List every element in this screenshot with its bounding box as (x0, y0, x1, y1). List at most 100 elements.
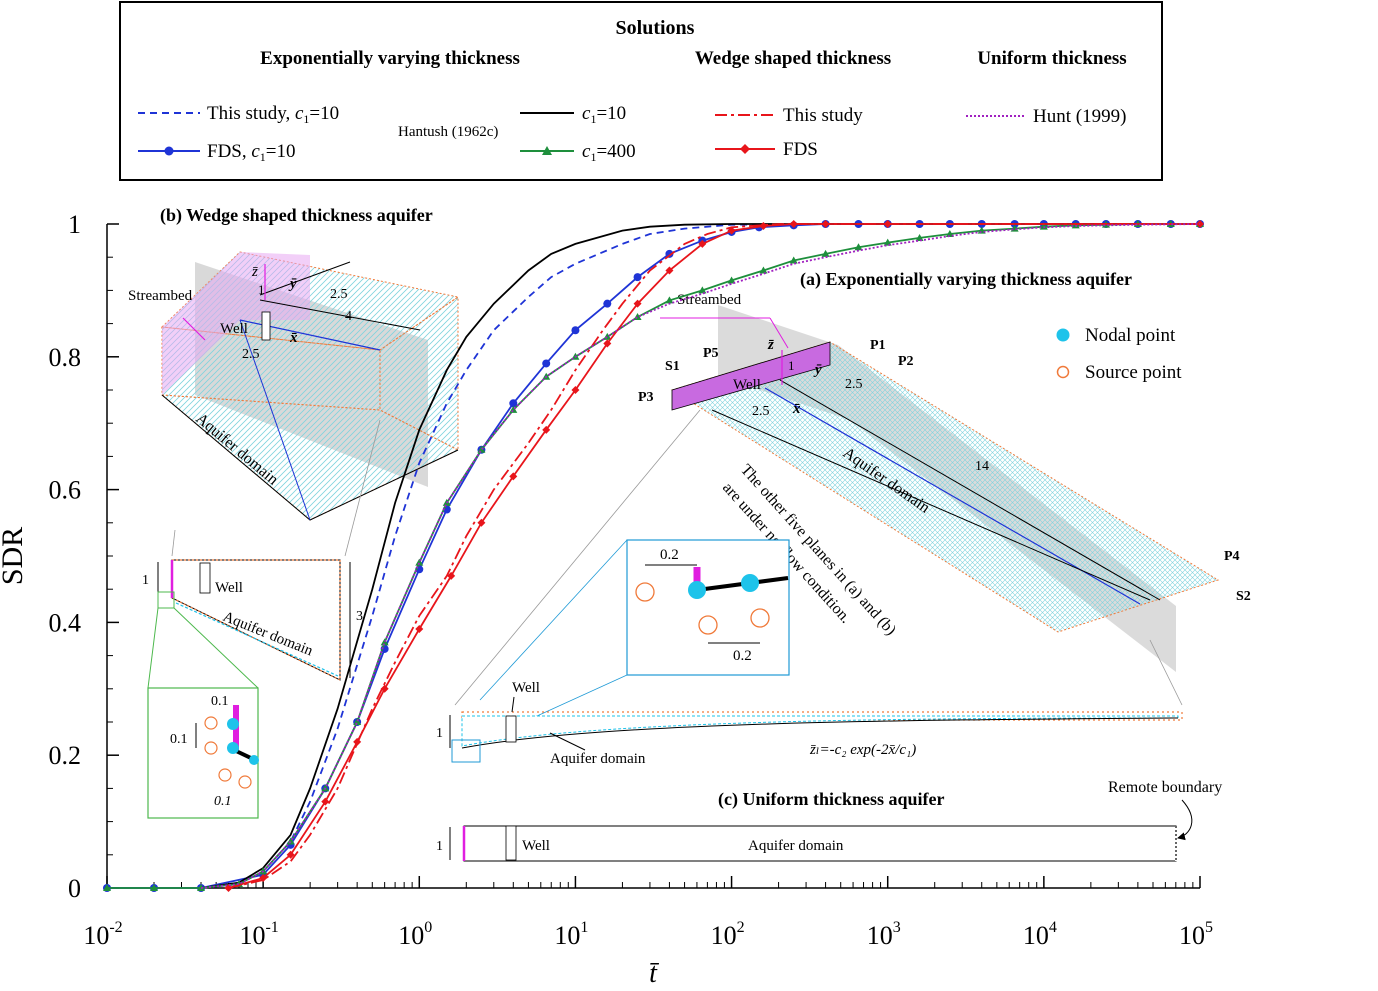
dim-14: 14 (975, 459, 989, 474)
point-s2: S2 (1236, 589, 1251, 604)
well-label-a: Well (733, 377, 761, 393)
y-label-a: ȳ (813, 362, 822, 378)
data-point-hantush_c400 (665, 296, 674, 304)
uniform-well (505, 825, 517, 861)
zoom-nodal-1 (227, 718, 239, 730)
y-tick-label: 0 (68, 874, 81, 903)
dim-1-section-label: 1 (142, 573, 149, 588)
point-p2: P2 (898, 354, 914, 369)
data-point-hantush_c400 (727, 276, 736, 284)
well-b (261, 311, 271, 341)
connector-b1 (171, 529, 176, 557)
zoom-a-source-2 (698, 615, 718, 635)
data-point-exp_fds (633, 273, 642, 282)
uniform-aquifer-label: Aquifer domain (748, 838, 844, 854)
dim-1-exp-label: 1 (436, 726, 443, 741)
zoom-source-3 (218, 768, 232, 782)
dim-25-top: 2.5 (330, 287, 348, 302)
legend-group-uniform: Uniform thickness (977, 48, 1126, 69)
legend-marker-circle (164, 146, 174, 156)
exp-formula: z̄ₗ=-c₂ exp(-2x̄/c₁) (809, 742, 916, 758)
zoom-a-dim-02-top: 0.2 (660, 547, 679, 563)
data-point-hantush_c400 (698, 286, 707, 294)
exp-section-body (461, 715, 1179, 747)
zoom-nodal-2 (227, 742, 239, 754)
series-line-exp_this (200, 223, 1200, 889)
inset-c-uniform: (c) Uniform thickness aquifer Remote bou… (436, 779, 1222, 862)
legend-label-hantush-c10: c1=10 (582, 103, 626, 126)
data-point-wedge_fds (509, 472, 518, 481)
x-tick-label: 104 (1023, 919, 1057, 950)
streambed-arrow-b (182, 317, 206, 341)
zoom-a-nodal-2 (741, 574, 759, 592)
data-point-hantush_c400 (789, 256, 798, 264)
data-point-hantush_c400 (854, 243, 863, 251)
y-axis-label: SDR (0, 527, 29, 585)
inset-a-title: (a) Exponentially varying thickness aqui… (800, 269, 1132, 290)
data-point-wedge_fds (821, 220, 830, 228)
legend-marker-triangle (542, 146, 552, 155)
y-label-b: ȳ (288, 276, 297, 292)
x-tick-label: 101 (554, 919, 588, 950)
data-point-wedge_fds (286, 850, 295, 859)
zoom-nodal-3 (249, 755, 259, 765)
point-s1: S1 (665, 359, 680, 374)
data-point-exp_fds (665, 249, 674, 258)
dim-4-line (259, 299, 421, 331)
point-p3: P3 (638, 390, 654, 405)
x-label-a: x̄ (792, 401, 801, 417)
data-point-wedge_fds (447, 571, 456, 580)
dim-3-label: 3 (356, 609, 363, 624)
data-point-hantush_c400 (150, 884, 159, 891)
zoom-connector-a1 (479, 539, 628, 701)
legend-group-exp: Exponentially varying thickness (260, 48, 520, 69)
zoom-a-source-3 (750, 608, 770, 628)
data-point-wedge_fds (665, 266, 674, 275)
remote-boundary-arrow (1177, 799, 1193, 841)
data-point-hantush_c400 (477, 445, 486, 453)
inset-a-section: Well Aquifer domain z̄ₗ=-c₂ exp(-2x̄/c₁)… (436, 409, 1183, 767)
x-tick-label: 103 (867, 919, 901, 950)
legend-label-hantush-c400: c1=400 (582, 141, 636, 164)
section-well-label: Well (215, 580, 243, 596)
dim-1-uniform-label: 1 (436, 839, 443, 854)
dim-25-a-right: 2.5 (845, 377, 863, 392)
data-point-wedge_fds (415, 625, 424, 634)
z-label-a: z̄ (767, 337, 774, 353)
data-point-hantush_c400 (353, 718, 362, 725)
wedge-streambed-face (162, 252, 310, 395)
data-point-hantush_c400 (415, 558, 424, 566)
zoom-box-b (157, 591, 175, 609)
dim-25-line (259, 261, 351, 296)
data-point-hantush_c400 (603, 332, 612, 340)
exp-dim-line (711, 409, 1151, 601)
legend-title: Solutions (616, 17, 695, 39)
legend-group-wedge: Wedge shaped thickness (695, 48, 891, 69)
data-point-wedge_fds (477, 518, 486, 527)
inset-c-title: (c) Uniform thickness aquifer (718, 789, 944, 810)
inset-b-wedge: (b) Wedge shaped thickness aquifer 4 2.5… (128, 205, 460, 521)
x-tick-label: 10-1 (239, 919, 278, 950)
exp-section-well-label: Well (512, 680, 540, 696)
data-point-hantush_c400 (883, 238, 892, 246)
legend: Solutions Exponentially varying thicknes… (119, 1, 1163, 181)
remote-boundary-label: Remote boundary (1108, 779, 1222, 796)
z-label-b: z̄ (251, 264, 258, 280)
zoom-source-1 (204, 716, 218, 730)
data-point-exp_fds (603, 299, 612, 308)
wedge-right-face (379, 296, 459, 451)
data-point-exp_fds (509, 399, 518, 408)
streambed-leader-a2 (769, 317, 789, 349)
zoom-a-source-1 (635, 582, 655, 602)
plot-series (103, 220, 1204, 892)
exp-streambed-face (671, 341, 831, 411)
exp-axis-line (764, 387, 1141, 605)
dim-1-a: 1 (788, 358, 795, 373)
legend-label-wedge-this: This study (783, 105, 863, 126)
inset-b-title: (b) Wedge shaped thickness aquifer (160, 205, 433, 226)
x-tick-label: 10-2 (83, 919, 122, 950)
data-point-exp_fds (571, 326, 580, 335)
data-point-wedge_fds (789, 220, 798, 228)
x-label-b: x̄ (289, 330, 298, 346)
x-axis-label: t̄ (649, 958, 659, 989)
